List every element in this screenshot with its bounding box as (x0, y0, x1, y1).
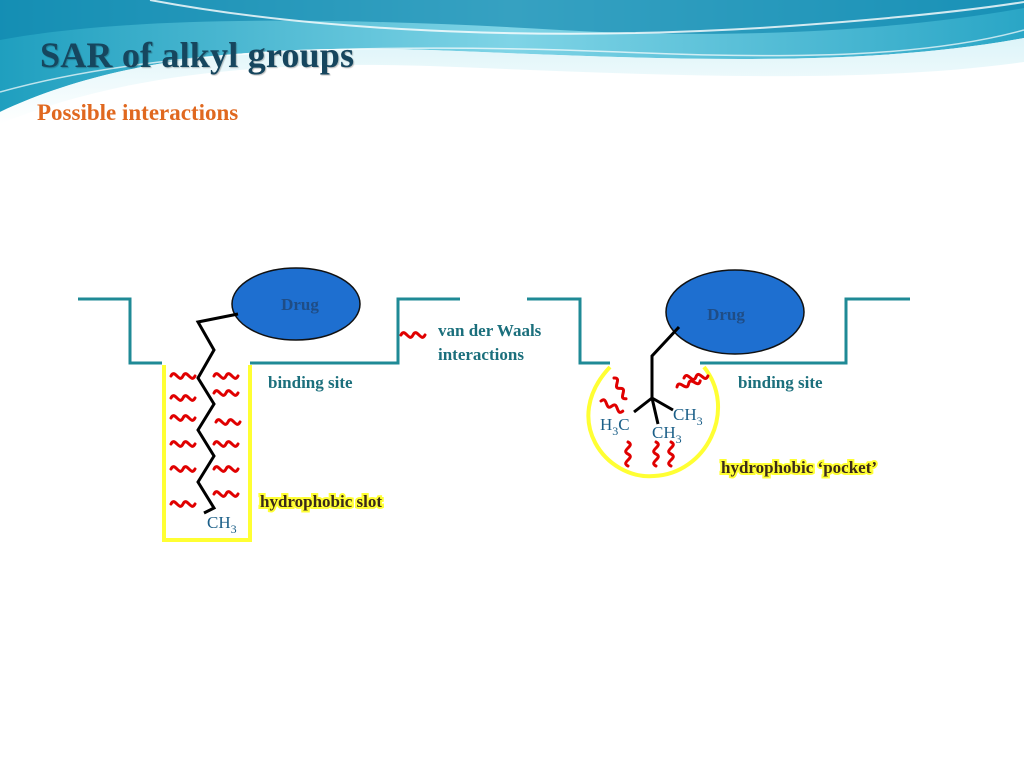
red-squiggle-icon (667, 440, 675, 468)
left-binding-surface (78, 297, 162, 365)
right-methyl-mid-label: CH3 (652, 423, 682, 446)
red-squiggle-icon (212, 389, 240, 397)
red-squiggle-icon (399, 331, 427, 339)
red-squiggle-icon (624, 440, 632, 468)
hydrophobic-slot-outline (162, 365, 252, 542)
hydrophobic-pocket-outline (586, 365, 721, 479)
right-binding-surface-right (700, 297, 910, 365)
legend-text-line2: interactions (438, 345, 524, 364)
slide-subtitle: Possible interactions (37, 100, 239, 125)
red-squiggle-icon (169, 440, 197, 448)
right-methyl-top-label: CH3 (673, 405, 703, 428)
left-vdw-squiggles (169, 372, 242, 508)
red-squiggle-icon (599, 398, 625, 414)
right-binding-site-label: binding site (738, 373, 823, 392)
red-squiggle-icon (214, 418, 242, 426)
red-squiggle-icon (612, 376, 628, 401)
alkyl-chain (195, 312, 239, 515)
red-squiggle-icon (212, 440, 240, 448)
left-methyl-label: CH3 (207, 513, 237, 536)
left-drug-label: Drug (281, 295, 319, 314)
red-squiggle-icon (169, 465, 197, 473)
red-squiggle-icon (652, 440, 660, 468)
right-vdw-squiggles (599, 372, 710, 468)
right-binding-surface (527, 297, 610, 365)
right-drug-ellipse (665, 269, 805, 355)
hydrophobic-slot-label: hydrophobic slot (260, 492, 382, 511)
left-binding-site-label: binding site (268, 373, 353, 392)
red-squiggle-icon (169, 414, 197, 422)
red-squiggle-icon (169, 372, 197, 380)
legend-text-line1: van der Waals (438, 321, 542, 340)
red-squiggle-icon (212, 372, 240, 380)
right-methyl-left-label: H3C (600, 415, 630, 438)
red-squiggle-icon (169, 500, 197, 508)
red-squiggle-icon (212, 490, 240, 498)
red-squiggle-icon (212, 465, 240, 473)
branched-alkyl (633, 325, 681, 425)
right-drug-label: Drug (707, 305, 745, 324)
slide-title: SAR of alkyl groups (40, 35, 355, 75)
red-squiggle-icon (675, 379, 702, 389)
hydrophobic-pocket-label: hydrophobic ‘pocket’ (721, 458, 877, 477)
red-squiggle-icon (682, 372, 710, 381)
red-squiggle-icon (169, 394, 197, 402)
left-binding-surface-right (250, 297, 460, 365)
left-drug-ellipse (231, 267, 361, 341)
